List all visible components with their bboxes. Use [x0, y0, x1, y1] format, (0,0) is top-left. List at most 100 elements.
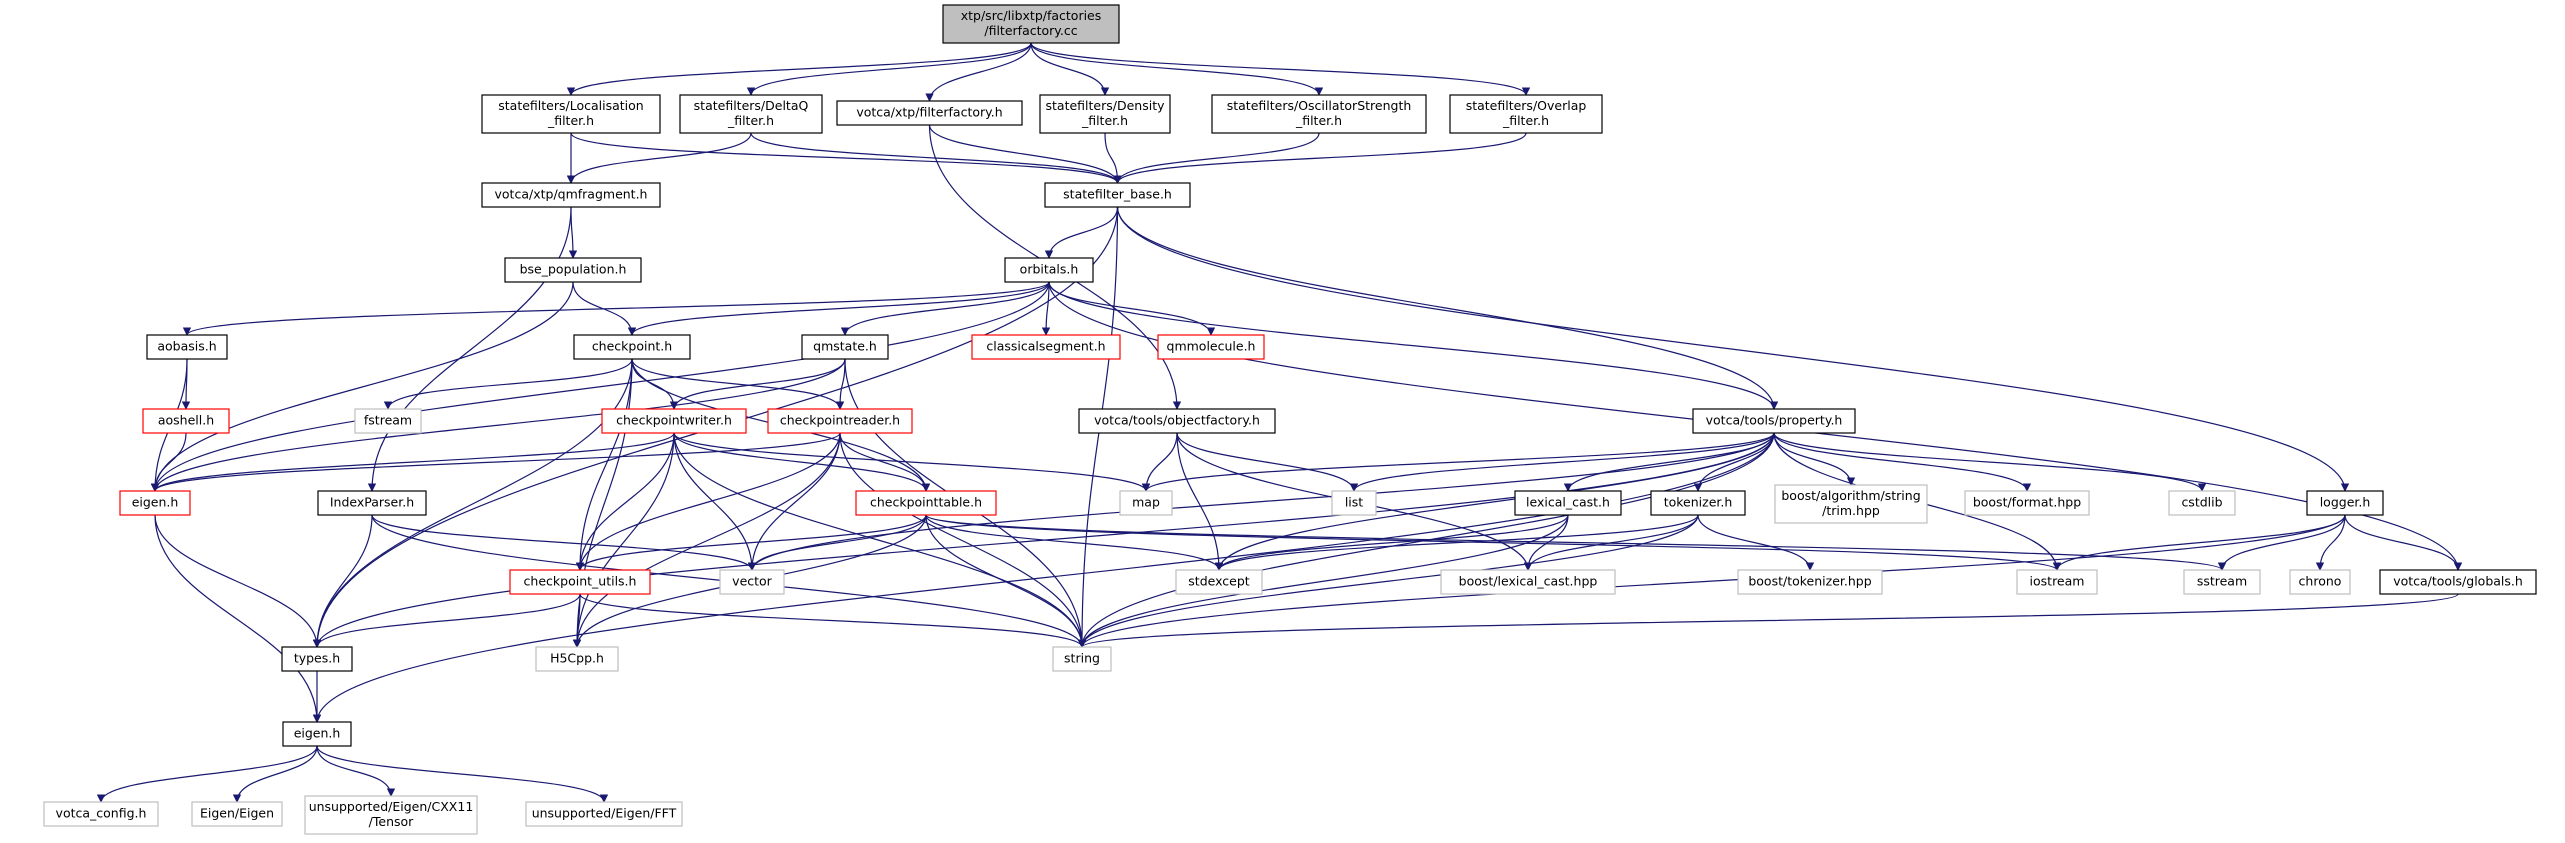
node-chkt[interactable]: checkpointtable.h	[855, 490, 997, 516]
node-box-bsep	[504, 257, 642, 283]
node-blex: boost/lexical_cast.hpp	[1440, 569, 1616, 595]
node-sfb[interactable]: statefilter_base.h	[1044, 182, 1191, 208]
node-types[interactable]: types.h	[281, 646, 353, 672]
node-iostream: iostream	[2016, 569, 2098, 595]
edge-root-to-ovl	[1030, 42, 1531, 96]
node-label-bfmt-0: boost/format.hpp	[1973, 495, 2081, 510]
node-box-sstream	[2183, 569, 2261, 595]
edge-qms-to-chkw	[669, 358, 846, 410]
node-label-chku-0: checkpoint_utils.h	[524, 574, 637, 589]
node-box-orb	[1004, 257, 1094, 283]
node-box-aob	[146, 334, 228, 360]
node-box-stdexc	[1175, 569, 1263, 595]
edge-prop-to-bfmt	[1773, 432, 2032, 492]
edge-eigenr-to-eigen	[154, 514, 322, 723]
edge-logger-to-iostream	[2052, 514, 2346, 571]
node-osc[interactable]: statefilters/OscillatorStrength_filter.h	[1211, 94, 1427, 134]
edge-qms-to-eigenr	[150, 358, 846, 492]
node-qmf[interactable]: votca/xtp/qmfragment.h	[481, 182, 661, 208]
edge-chkr-to-chkt	[839, 432, 931, 492]
edge-chku-to-h5	[572, 593, 582, 648]
node-box-fstream	[354, 408, 422, 434]
node-box-vcfg	[43, 801, 159, 827]
node-label-globals-0: votca/tools/globals.h	[2393, 574, 2523, 589]
node-loc[interactable]: statefilters/Localisation_filter.h	[481, 94, 661, 134]
edge-chk-to-fstream	[383, 358, 633, 410]
node-label-chrono-0: chrono	[2299, 574, 2342, 589]
node-idxp[interactable]: IndexParser.h	[317, 490, 427, 516]
node-chkw[interactable]: checkpointwriter.h	[601, 408, 747, 434]
node-label-trim-0: boost/algorithm/string	[1781, 488, 1920, 503]
node-tok[interactable]: tokenizer.h	[1650, 490, 1746, 516]
node-label-bsep-0: bse_population.h	[520, 262, 627, 277]
node-box-loc	[481, 94, 661, 134]
edge-chkw-to-map	[673, 432, 1151, 492]
node-label-sfb-0: statefilter_base.h	[1063, 187, 1172, 202]
edge-eigen-to-vcfg	[96, 745, 318, 803]
node-dens[interactable]: statefilters/Density_filter.h	[1039, 94, 1171, 134]
edge-objf-to-stdexc	[1176, 432, 1224, 571]
node-box-string	[1052, 646, 1112, 672]
edge-ovl-to-sfb	[1113, 132, 1527, 184]
edge-eigen-to-eeig	[232, 745, 318, 803]
node-qms[interactable]: qmstate.h	[801, 334, 889, 360]
node-box-ovl	[1449, 94, 1603, 134]
node-lexc[interactable]: lexical_cast.h	[1514, 490, 1622, 516]
node-bsep[interactable]: bse_population.h	[504, 257, 642, 283]
edge-osc-to-sfb	[1113, 132, 1320, 184]
edge-aosh-to-eigenr	[150, 432, 187, 492]
node-box-cstdlib	[2168, 490, 2236, 516]
node-chku[interactable]: checkpoint_utils.h	[509, 569, 651, 595]
node-root[interactable]: xtp/src/libxtp/factories/filterfactory.c…	[942, 4, 1120, 44]
edge-bsep-to-eigenr	[150, 281, 574, 492]
node-chkr[interactable]: checkpointreader.h	[767, 408, 913, 434]
node-box-chk	[573, 334, 691, 360]
node-box-bfmt	[1964, 490, 2090, 516]
node-qmmol[interactable]: qmmolecule.h	[1157, 334, 1265, 360]
node-label-qmf-0: votca/xtp/qmfragment.h	[495, 187, 648, 202]
node-clseg[interactable]: classicalsegment.h	[971, 334, 1121, 360]
node-eeig: Eigen/Eigen	[191, 801, 283, 827]
node-deltaq[interactable]: statefilters/DeltaQ_filter.h	[679, 94, 823, 134]
node-box-tok	[1650, 490, 1746, 516]
node-string: string	[1052, 646, 1112, 672]
node-ff[interactable]: votca/xtp/filterfactory.h	[836, 100, 1023, 126]
edge-chkr-to-eigenr	[150, 432, 841, 492]
node-objf[interactable]: votca/tools/objectfactory.h	[1078, 408, 1276, 434]
node-label-aob-0: aobasis.h	[157, 339, 216, 354]
edge-loc-to-sfb	[570, 132, 1122, 184]
node-label-blex-0: boost/lexical_cast.hpp	[1459, 574, 1598, 589]
node-box-chku	[509, 569, 651, 595]
node-chk[interactable]: checkpoint.h	[573, 334, 691, 360]
edge-orb-to-chk	[627, 281, 1050, 336]
node-bfmt: boost/format.hpp	[1964, 490, 2090, 516]
node-ovl[interactable]: statefilters/Overlap_filter.h	[1449, 94, 1603, 134]
edge-prop-to-vector	[747, 432, 1775, 571]
node-prop[interactable]: votca/tools/property.h	[1692, 408, 1856, 434]
edge-objf-to-map	[1141, 432, 1178, 492]
edge-prop-to-cstdlib	[1773, 432, 2207, 492]
node-logger[interactable]: logger.h	[2306, 490, 2384, 516]
node-sstream: sstream	[2183, 569, 2261, 595]
edge-lexc-to-blex	[1523, 514, 1569, 571]
node-label-eigenr-0: eigen.h	[132, 495, 179, 510]
node-aosh[interactable]: aoshell.h	[142, 408, 230, 434]
node-label-tok-0: tokenizer.h	[1664, 495, 1733, 510]
node-aob[interactable]: aobasis.h	[146, 334, 228, 360]
node-label-deltaq-1: _filter.h	[727, 113, 774, 128]
node-label-qmmol-0: qmmolecule.h	[1167, 339, 1256, 354]
node-box-qmmol	[1157, 334, 1265, 360]
node-label-types-0: types.h	[294, 651, 340, 666]
node-globals[interactable]: votca/tools/globals.h	[2379, 569, 2537, 595]
node-eigenr[interactable]: eigen.h	[119, 490, 191, 516]
edge-deltaq-to-qmf	[566, 132, 752, 184]
node-label-fstream-0: fstream	[364, 413, 412, 428]
edge-tok-to-blex	[1523, 514, 1699, 571]
node-label-dens-0: statefilters/Density	[1046, 98, 1166, 113]
node-label-objf-0: votca/tools/objectfactory.h	[1094, 413, 1260, 428]
node-orb[interactable]: orbitals.h	[1004, 257, 1094, 283]
node-eigen[interactable]: eigen.h	[282, 721, 352, 747]
edge-chkt-to-iostream	[925, 514, 2061, 571]
edge-orb-to-clseg	[1041, 281, 1051, 336]
node-label-trim-1: /trim.hpp	[1822, 503, 1880, 518]
